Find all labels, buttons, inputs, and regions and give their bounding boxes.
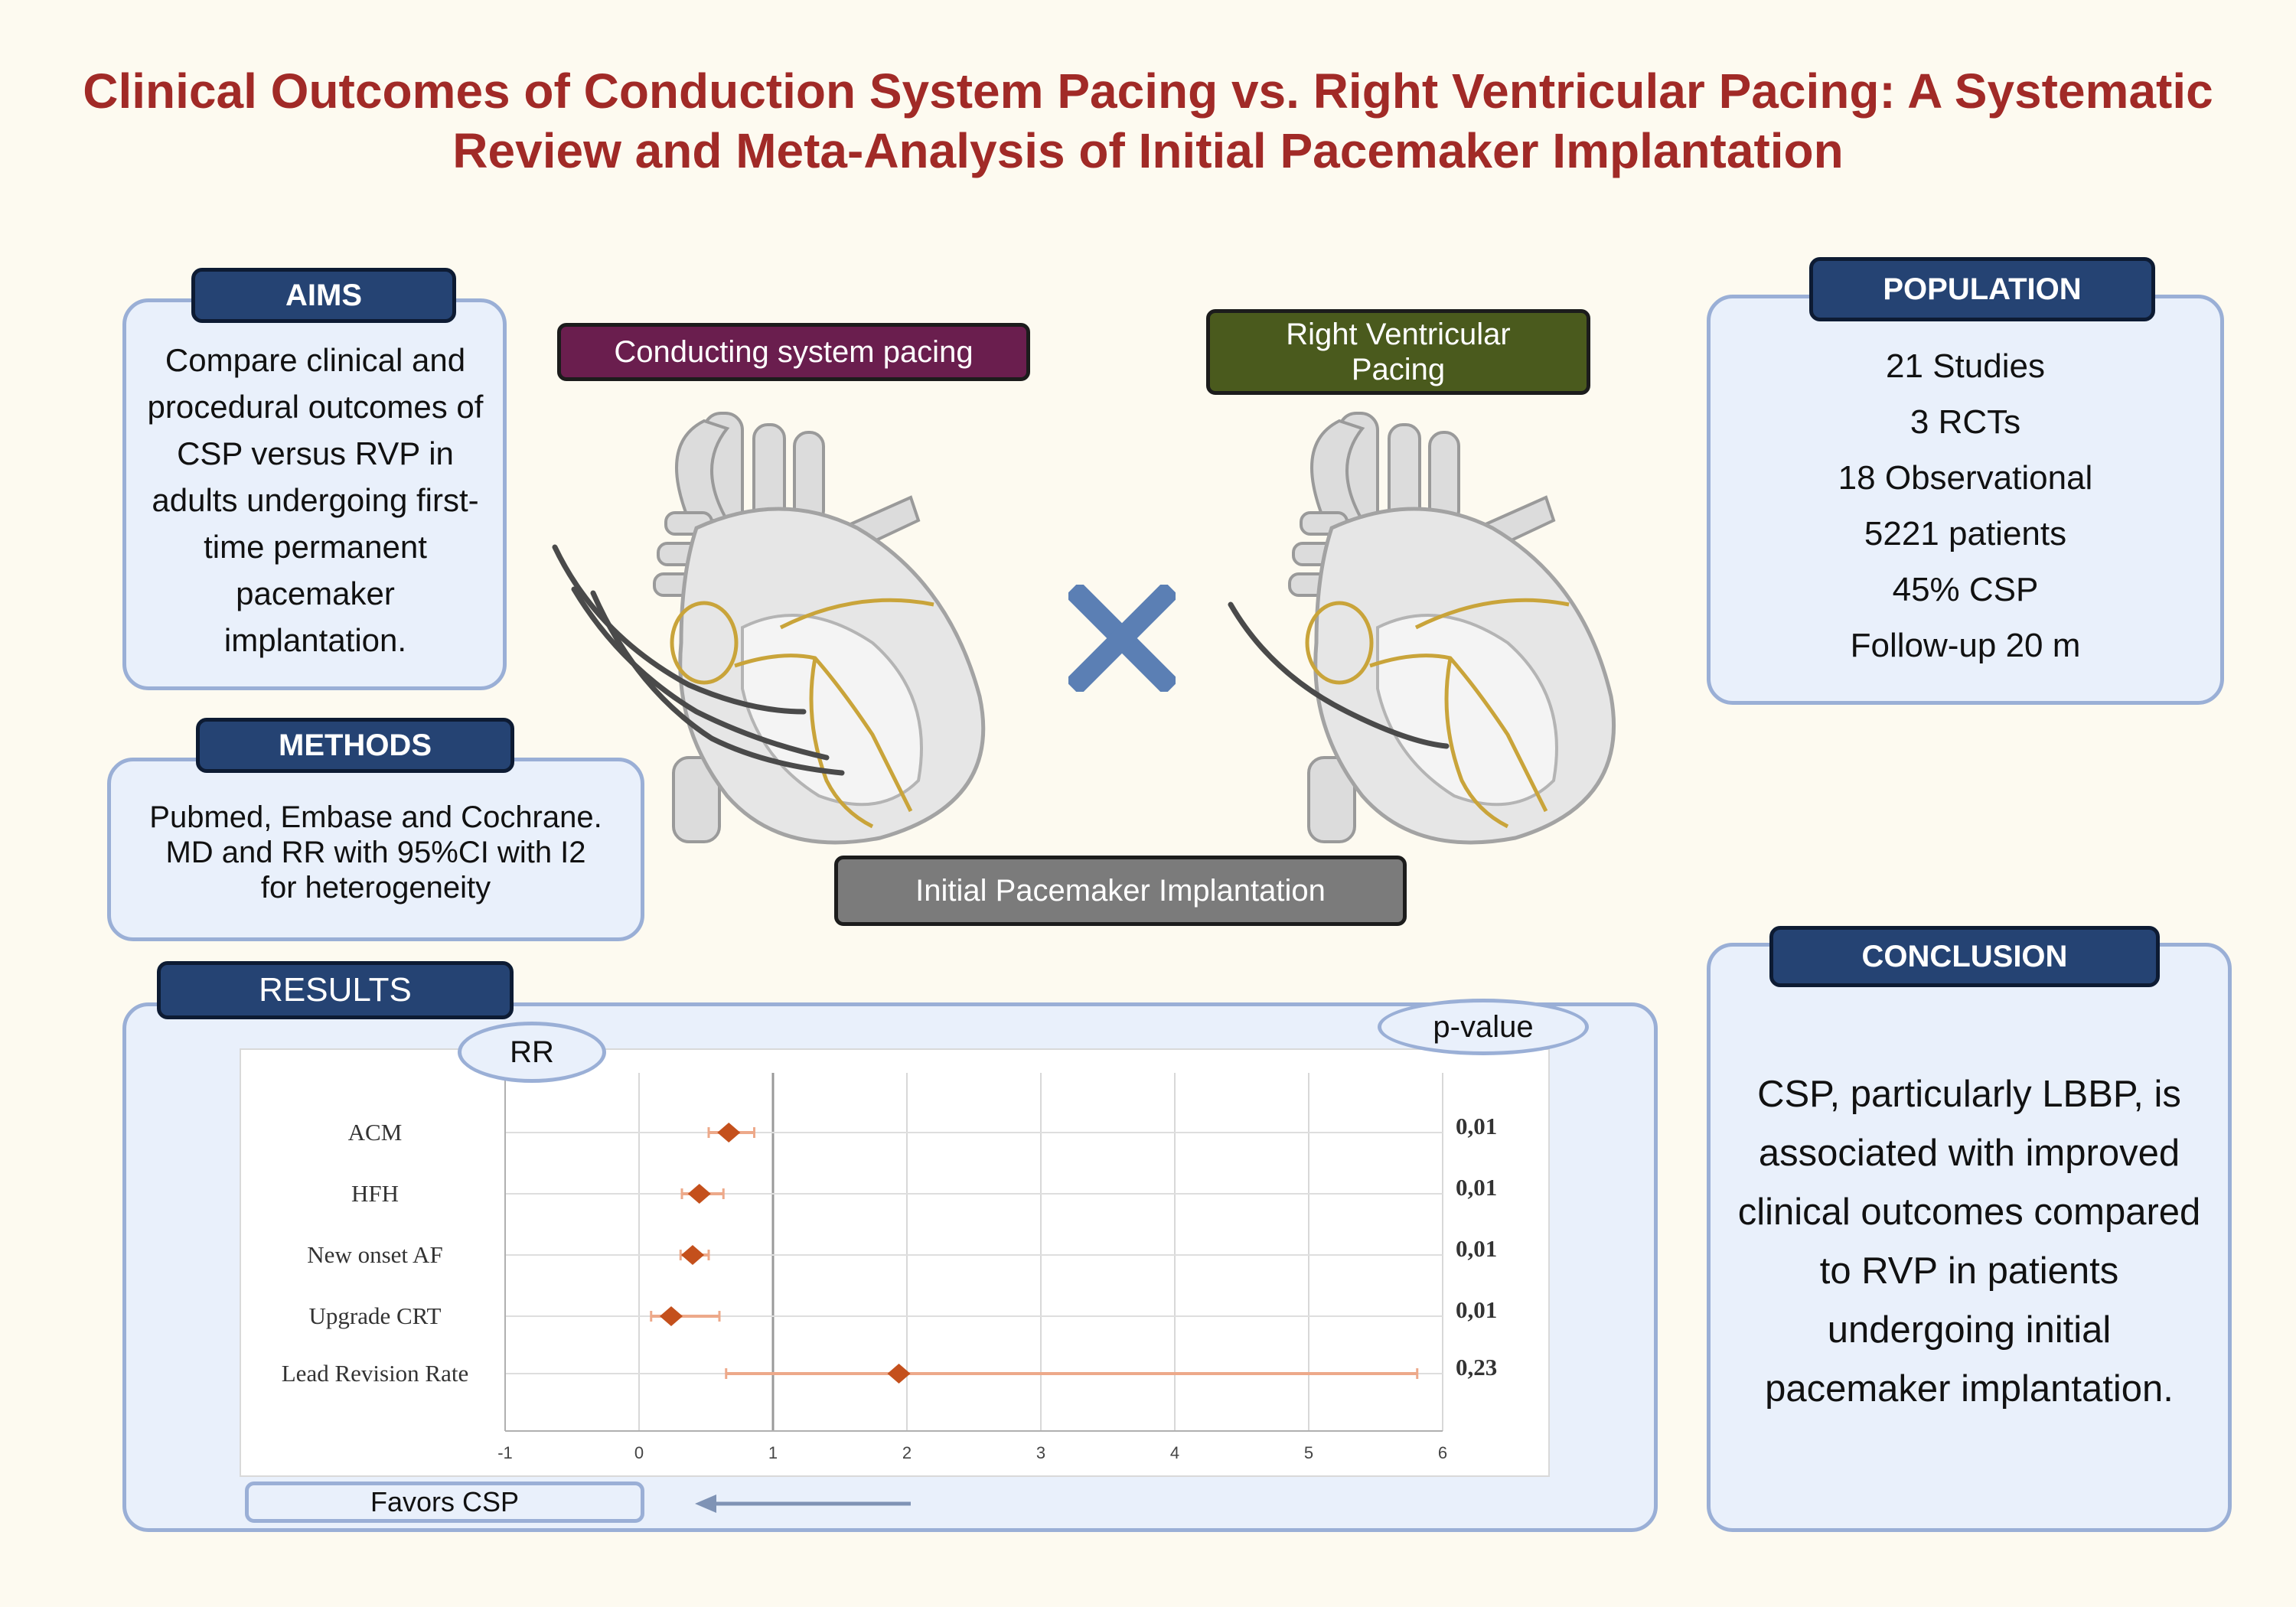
population-list: 21 Studies 3 RCTs 18 Observational 5221 … bbox=[1711, 338, 2220, 673]
favors-arrow bbox=[695, 1495, 911, 1513]
methods-line-1: Pubmed, Embase and Cochrane. bbox=[149, 800, 602, 834]
rr-marker bbox=[887, 1364, 911, 1384]
population-item: 18 Observational bbox=[1838, 459, 2093, 497]
p-value: 0,01 bbox=[1456, 1235, 1498, 1262]
x-tick-label: 6 bbox=[1437, 1443, 1448, 1462]
heart-rvp-lead bbox=[1228, 601, 1450, 749]
rr-marker bbox=[660, 1306, 683, 1326]
rr-marker bbox=[681, 1245, 704, 1265]
heart-csp-conduction bbox=[670, 598, 934, 829]
rvp-label-line-1: Right Ventricular bbox=[1286, 318, 1511, 351]
x-tick-label: 2 bbox=[902, 1443, 912, 1462]
population-panel: 21 Studies 3 RCTs 18 Observational 5221 … bbox=[1707, 295, 2224, 705]
x-tick-label: 1 bbox=[768, 1443, 778, 1462]
outcome-label: ACM bbox=[347, 1119, 403, 1146]
aims-panel: Compare clinical and procedural outcomes… bbox=[122, 298, 507, 690]
outcome-label: Upgrade CRT bbox=[308, 1302, 442, 1329]
results-header: RESULTS bbox=[157, 961, 514, 1019]
forest-plot-area bbox=[240, 1048, 1550, 1477]
x-tick-label: -1 bbox=[497, 1443, 513, 1462]
population-item: 5221 patients bbox=[1864, 515, 2067, 553]
rvp-label-line-2: Pacing bbox=[1351, 353, 1446, 386]
p-value: 0,01 bbox=[1456, 1174, 1498, 1201]
aims-text: Compare clinical and procedural outcomes… bbox=[147, 342, 484, 658]
population-item: Follow-up 20 m bbox=[1850, 627, 2081, 664]
heart-csp-leads bbox=[552, 544, 845, 776]
pvalue-label: p-value bbox=[1378, 999, 1589, 1055]
poster-title: Clinical Outcomes of Conduction System P… bbox=[83, 64, 2213, 178]
conclusion-text: CSP, particularly LBBP, is associated wi… bbox=[1737, 1074, 2201, 1410]
outcome-label: Lead Revision Rate bbox=[281, 1360, 469, 1387]
initial-implant-label: Initial Pacemaker Implantation bbox=[834, 856, 1407, 926]
population-header: POPULATION bbox=[1809, 257, 2155, 321]
conclusion-header: CONCLUSION bbox=[1769, 926, 2160, 987]
rr-marker bbox=[717, 1123, 741, 1143]
x-tick-label: 5 bbox=[1303, 1443, 1314, 1462]
favors-csp-box: Favors CSP bbox=[245, 1482, 644, 1523]
population-item: 3 RCTs bbox=[1910, 403, 2021, 441]
methods-header: METHODS bbox=[196, 718, 514, 773]
heart-rvp-illustration bbox=[1228, 412, 1616, 845]
population-item: 21 Studies bbox=[1886, 347, 2045, 385]
p-value: 0,23 bbox=[1456, 1354, 1498, 1380]
aims-header: AIMS bbox=[191, 268, 456, 323]
population-item: 45% CSP bbox=[1892, 571, 2039, 608]
csp-label: Conducting system pacing bbox=[557, 323, 1030, 381]
outcome-label: New onset AF bbox=[307, 1241, 443, 1268]
x-tick-label: 4 bbox=[1169, 1443, 1180, 1462]
x-tick-label: 0 bbox=[634, 1443, 644, 1462]
heart-rvp-conduction bbox=[1305, 598, 1570, 829]
heart-csp-illustration bbox=[552, 412, 986, 845]
methods-line-2: MD and RR with 95%CI with I2 bbox=[165, 836, 586, 869]
methods-line-3: for heterogeneity bbox=[260, 871, 491, 905]
rr-marker bbox=[687, 1184, 711, 1204]
p-value: 0,01 bbox=[1456, 1113, 1498, 1139]
x-tick-label: 3 bbox=[1035, 1443, 1046, 1462]
conclusion-panel: CSP, particularly LBBP, is associated wi… bbox=[1707, 943, 2232, 1532]
heart-rvp-chamber bbox=[1376, 614, 1558, 807]
p-value: 0,01 bbox=[1456, 1296, 1498, 1323]
heart-csp-vessels bbox=[653, 412, 921, 843]
rr-label: RR bbox=[458, 1022, 606, 1083]
methods-panel: Pubmed, Embase and Cochrane. MD and RR w… bbox=[107, 758, 644, 941]
cross-icon bbox=[1068, 585, 1176, 692]
outcome-label: HFH bbox=[351, 1180, 399, 1207]
